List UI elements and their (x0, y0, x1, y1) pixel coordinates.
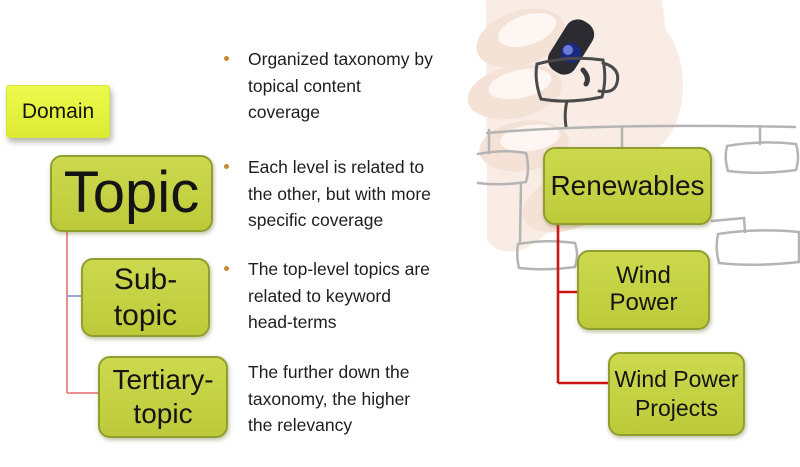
wpp-label-line2: Projects (634, 395, 719, 421)
tertiary-topic-box: Tertiary- topic (98, 356, 228, 438)
bullet-line: related to keyword (248, 285, 391, 306)
left-connector-lines (66, 232, 100, 394)
sketched-box-dark (534, 56, 620, 129)
right-connector-lines (556, 222, 610, 385)
wind-power-projects-box: Wind Power Projects (608, 352, 745, 436)
bullet-line: coverage (248, 102, 320, 122)
bullet-dot-icon (224, 266, 229, 271)
bullet-line: the relevancy (248, 415, 353, 435)
bullet-dot-icon (224, 56, 229, 61)
subtopic-box: Sub- topic (81, 258, 210, 337)
bullet-line: taxonomy, the higher (248, 388, 411, 409)
bullet-line: The top-level topics are (248, 259, 430, 279)
bullet-dot-icon (224, 164, 229, 169)
tertiary-label-line2: topic (133, 398, 193, 429)
wind-power-box: Wind Power (577, 250, 710, 330)
domain-label: Domain (21, 99, 95, 123)
bullet-line: head-terms (248, 312, 337, 332)
domain-box: Domain (6, 85, 110, 138)
topic-box: Topic (50, 155, 213, 232)
subtopic-label-line1: Sub- (113, 262, 178, 296)
bullet-line: topical content (248, 75, 361, 96)
topic-label: Topic (63, 160, 200, 226)
wpp-label-line1: Wind Power (614, 366, 739, 392)
bullet-line: Organized taxonomy by (248, 49, 433, 69)
bullet-line: specific coverage (248, 210, 384, 230)
bullet-item: The further down the taxonomy, the highe… (248, 359, 490, 439)
bullet-item: Each level is related to the other, but … (224, 154, 490, 234)
bullet-item: Organized taxonomy by topical content co… (224, 46, 490, 126)
renewables-label: Renewables (550, 170, 705, 202)
bullet-item: The top-level topics are related to keyw… (224, 256, 490, 336)
bullet-line: the other, but with more (248, 183, 431, 204)
bullet-line: Each level is related to (248, 157, 425, 177)
tertiary-label-line1: Tertiary- (112, 364, 214, 395)
wind-power-label: Wind Power (609, 262, 678, 316)
subtopic-label-line2: topic (113, 298, 178, 332)
sketched-flowchart-light (476, 124, 800, 271)
bullet-line: The further down the (248, 362, 410, 382)
renewables-box: Renewables (543, 147, 712, 225)
